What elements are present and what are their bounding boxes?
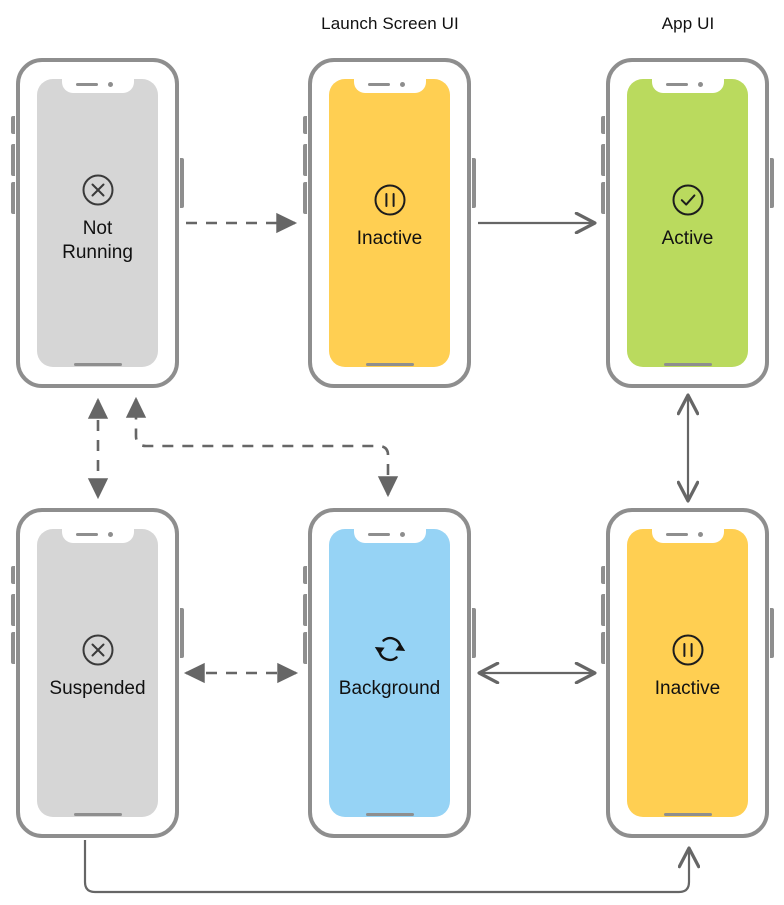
front-camera-icon: [697, 82, 703, 87]
phone-notch: [353, 77, 426, 93]
phone-screen: Suspended: [37, 529, 158, 817]
phone-active[interactable]: Active: [601, 58, 774, 388]
speaker-grille-icon: [75, 83, 98, 86]
circle-x-icon: [82, 634, 113, 666]
arrow-suspended-to-app-inactive: [83, 840, 689, 894]
home-indicator: [663, 363, 712, 366]
phone-notch: [61, 77, 134, 93]
speaker-grille-icon: [665, 83, 688, 86]
phone-inner-frame: Suspended: [27, 519, 168, 827]
home-indicator: [73, 363, 122, 366]
state-label-app-inactive: Inactive: [655, 677, 720, 701]
state-label-line: Background: [338, 678, 441, 699]
home-indicator: [365, 363, 414, 366]
power-button[interactable]: [770, 158, 774, 208]
volume-down-button[interactable]: [601, 632, 605, 664]
phone-bezel: Not Running: [16, 58, 179, 388]
phone-bezel: Active: [606, 58, 769, 388]
state-label-suspended: Suspended: [49, 677, 145, 701]
power-button[interactable]: [180, 158, 184, 208]
home-indicator: [663, 813, 712, 816]
state-label-line: Suspended: [49, 678, 146, 699]
speaker-grille-icon: [367, 533, 390, 536]
phone-bezel: Inactive: [606, 508, 769, 838]
mute-switch-button[interactable]: [303, 116, 307, 134]
phone-background[interactable]: Background: [303, 508, 476, 838]
power-button[interactable]: [472, 608, 476, 658]
mute-switch-button[interactable]: [11, 566, 15, 584]
power-button[interactable]: [180, 608, 184, 658]
state-label-line: Not: [82, 218, 113, 239]
mute-switch-button[interactable]: [11, 116, 15, 134]
column-header-launch-screen-ui: Launch Screen UI: [321, 14, 459, 33]
volume-up-button[interactable]: [11, 594, 15, 626]
circle-check-icon: [672, 184, 703, 216]
phone-bezel: Suspended: [16, 508, 179, 838]
volume-up-button[interactable]: [11, 144, 15, 176]
column-header-app-ui: App UI: [661, 14, 715, 33]
power-button[interactable]: [770, 608, 774, 658]
volume-down-button[interactable]: [601, 182, 605, 214]
speaker-grille-icon: [367, 83, 390, 86]
front-camera-icon: [399, 82, 405, 87]
state-label-line: Inactive: [654, 678, 721, 699]
front-camera-icon: [399, 532, 405, 537]
speaker-grille-icon: [665, 533, 688, 536]
front-camera-icon: [107, 532, 113, 537]
phone-inner-frame: Inactive: [319, 69, 460, 377]
phone-screen: Inactive: [627, 529, 748, 817]
phone-screen: Background: [329, 529, 450, 817]
mute-switch-button[interactable]: [601, 116, 605, 134]
phone-inner-frame: Background: [319, 519, 460, 827]
phone-inner-frame: Not Running: [27, 69, 168, 377]
phone-screen: Not Running: [37, 79, 158, 367]
circle-pause-icon: [672, 634, 703, 666]
refresh-sync-icon: [374, 636, 405, 662]
mute-switch-button[interactable]: [601, 566, 605, 584]
state-label-not-running: Not Running: [62, 217, 133, 266]
volume-up-button[interactable]: [303, 594, 307, 626]
phone-inner-frame: Inactive: [617, 519, 758, 827]
phone-screen: Inactive: [329, 79, 450, 367]
phone-bezel: Inactive: [308, 58, 471, 388]
state-label-background: Background: [339, 677, 440, 701]
phone-notch: [651, 527, 724, 543]
phone-launch-inactive[interactable]: Inactive: [303, 58, 476, 388]
state-label-line: Inactive: [356, 228, 423, 249]
power-button[interactable]: [472, 158, 476, 208]
phone-suspended[interactable]: Suspended: [11, 508, 184, 838]
phone-bezel: Background: [308, 508, 471, 838]
circle-x-icon: [82, 174, 113, 206]
home-indicator: [365, 813, 414, 816]
phone-not-running[interactable]: Not Running: [11, 58, 184, 388]
volume-up-button[interactable]: [601, 594, 605, 626]
volume-down-button[interactable]: [11, 632, 15, 664]
home-indicator: [73, 813, 122, 816]
volume-up-button[interactable]: [601, 144, 605, 176]
state-label-line: Running: [62, 242, 133, 264]
phone-notch: [353, 527, 426, 543]
mute-switch-button[interactable]: [303, 566, 307, 584]
phone-notch: [651, 77, 724, 93]
phone-screen: Active: [627, 79, 748, 367]
front-camera-icon: [697, 532, 703, 537]
state-label-launch-inactive: Inactive: [357, 227, 422, 251]
volume-up-button[interactable]: [303, 144, 307, 176]
circle-pause-icon: [374, 184, 405, 216]
arrow-background-to-not-running: [125, 396, 399, 498]
volume-down-button[interactable]: [303, 182, 307, 214]
volume-down-button[interactable]: [303, 632, 307, 664]
state-label-line: Active: [661, 228, 714, 249]
front-camera-icon: [107, 82, 113, 87]
phone-app-inactive[interactable]: Inactive: [601, 508, 774, 838]
speaker-grille-icon: [75, 533, 98, 536]
phone-inner-frame: Active: [617, 69, 758, 377]
volume-down-button[interactable]: [11, 182, 15, 214]
phone-notch: [61, 527, 134, 543]
state-label-active: Active: [662, 227, 714, 251]
